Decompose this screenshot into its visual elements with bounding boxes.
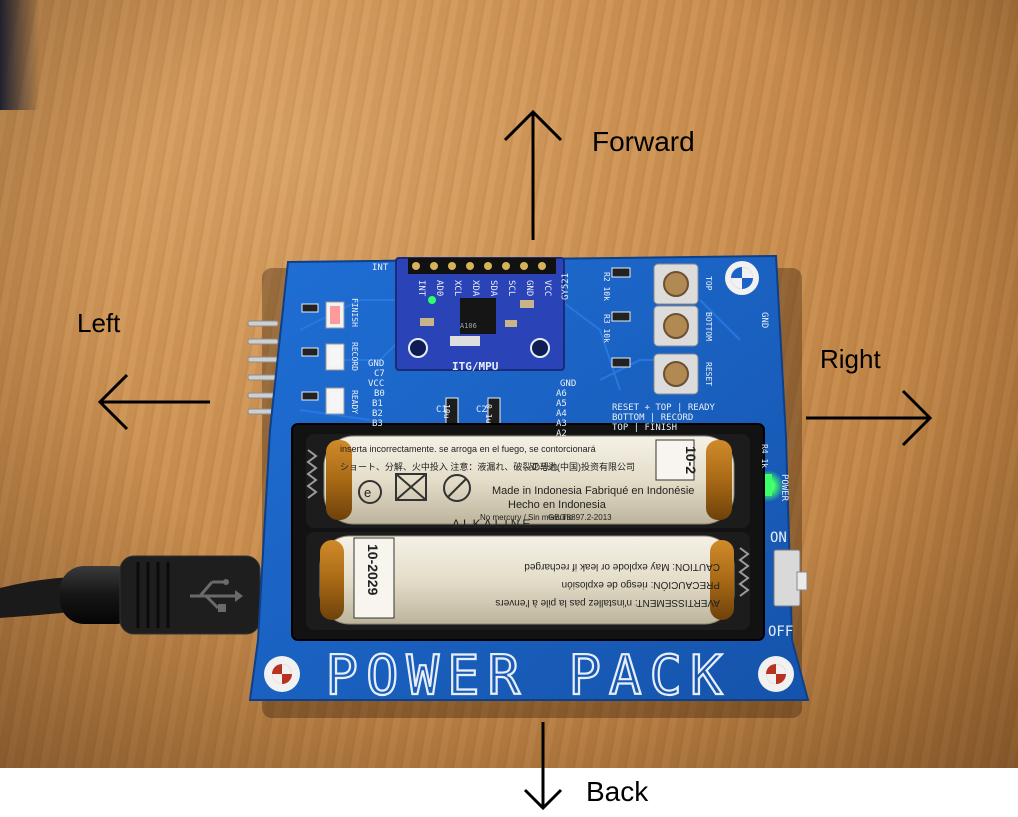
led-finish (325, 301, 345, 329)
led-label-finish: FINISH (350, 298, 359, 327)
pin-label-1: INT (416, 280, 426, 297)
sensor-label: ITG/MPU (452, 360, 499, 373)
arrow-back-icon (523, 722, 563, 811)
int-label: INT (372, 263, 389, 273)
right-pin-6: A2 (556, 429, 567, 439)
usb-icon (190, 579, 243, 612)
label-right: Right (820, 344, 881, 374)
recycle-bin-icon (395, 473, 427, 501)
silkscreen: INT GY521 ITG/MPU A106 INT AD0 XCL XDA S… (350, 263, 793, 640)
label-back: Back (586, 776, 649, 807)
pin-label-3: XCL (452, 280, 462, 296)
sensor-module (395, 257, 565, 371)
left-pin-1: GND (368, 359, 384, 369)
battery-made-in: Made in Indonesia Fabriqué en Indonésie (492, 485, 694, 497)
chip-mark: A106 (460, 322, 477, 330)
legend-line-1: RESET + TOP | READY (612, 403, 716, 413)
board-title: POWER PACK (325, 644, 730, 707)
sensor-model-label: GY521 (561, 273, 571, 300)
right-pin-3: A5 (556, 399, 567, 409)
battery-no-mercury: No mercury / Sin mercurio (480, 513, 573, 522)
arrow-forward-icon (503, 109, 563, 240)
mounting-hole-top-right (725, 261, 759, 295)
right-pin-1: GND (560, 379, 576, 389)
label-forward: Forward (592, 126, 695, 157)
imu-chip (460, 298, 496, 334)
battery-brand: ALKALINE (452, 517, 533, 531)
label-left: Left (77, 308, 121, 338)
legend-line-3: TOP | FINISH (612, 423, 677, 433)
led-record (325, 343, 345, 371)
left-pin-6: B2 (372, 409, 383, 419)
header-pins (247, 320, 279, 415)
button-label-top: TOP (704, 276, 713, 291)
cap-label-01u: 0.1u (484, 404, 493, 423)
left-pin-5: B1 (372, 399, 383, 409)
led-ready (325, 387, 345, 415)
background-shadow (0, 0, 40, 110)
battery-top: e inserta incorrectamente. se arroga en … (323, 435, 735, 525)
arrow-left-icon (97, 373, 210, 431)
no-fire-icon (443, 474, 471, 502)
led-label-record: RECORD (350, 342, 359, 371)
button-reset[interactable] (653, 353, 699, 395)
gnd-label: GND (759, 312, 769, 328)
battery-top-code: 10-2 (683, 446, 699, 474)
cap-label-c1: C1 (436, 405, 447, 415)
pin-label-8: VCC (542, 280, 552, 296)
pin-label-6: SCL (506, 280, 516, 296)
battery-bottom-warning-4: PRECAUCIÓN: riesgo de explosión (562, 579, 720, 592)
legend-line-2: BOTTOM | RECORD (612, 413, 693, 423)
mounting-hole-bottom-left (264, 656, 300, 692)
battery-manufacturer: 亚马逊(中国)投资有限公司 (530, 461, 635, 472)
battery-top-warning-1: inserta incorrectamente. se arroga en el… (340, 444, 596, 454)
left-pin-4: B0 (374, 389, 385, 399)
mounting-hole-bottom-right (758, 656, 794, 692)
resistor-label-r4: R4 1k (760, 444, 769, 468)
pin-label-7: GND (524, 280, 534, 296)
switch-off-label: OFF (768, 624, 793, 640)
power-led-label: POWER (779, 474, 789, 502)
battery-bottom-warning-3: AVERTISSEMENT: n'installez pas la pile à… (495, 597, 720, 608)
resistor-label-r3: R3 10k (602, 314, 611, 343)
left-pin-3: VCC (368, 379, 384, 389)
resistor-label-r2: R2 10k (602, 272, 611, 301)
usb-cable (0, 555, 261, 635)
right-pin-5: A3 (556, 419, 567, 429)
cap-label-c2: C2 (476, 405, 487, 415)
battery-bottom: 10-2029 AVERTISSEMENT: n'installez pas l… (319, 517, 735, 625)
battery-bottom-warning-5: CAUTION: May explode or leak if recharge… (524, 561, 720, 572)
resistors (301, 267, 631, 401)
battery-hecho: Hecho en Indonesia (508, 499, 607, 511)
switch-on-label: ON (770, 530, 787, 546)
cap-label-10u: 10u (442, 404, 451, 419)
right-pin-4: A4 (556, 409, 567, 419)
power-switch[interactable] (773, 549, 808, 607)
arrow-right-icon (806, 389, 933, 447)
left-pin-2: C7 (374, 369, 385, 379)
battery-top-warning-2: ショート、分解、火中投入 注意：液漏れ、破裂の恐れ (340, 461, 558, 472)
button-label-bottom: BOTTOM (704, 312, 713, 341)
left-pin-7: B3 (372, 419, 383, 429)
led-label-ready: READY (350, 390, 359, 414)
svg-text:e: e (364, 485, 371, 500)
capacitors (445, 397, 501, 425)
battery-bottom-code: 10-2029 (365, 544, 381, 596)
pin-label-5: SDA (488, 280, 498, 297)
button-bottom[interactable] (653, 305, 699, 347)
right-pin-2: A6 (556, 389, 567, 399)
button-label-reset: RESET (704, 362, 713, 386)
sensor-led-icon (428, 296, 436, 304)
pin-label-2: AD0 (434, 280, 444, 296)
battery-standard: GB/T8897.2-2013 (548, 513, 612, 522)
pin-label-4: XDA (470, 280, 480, 297)
button-top[interactable] (653, 263, 699, 305)
